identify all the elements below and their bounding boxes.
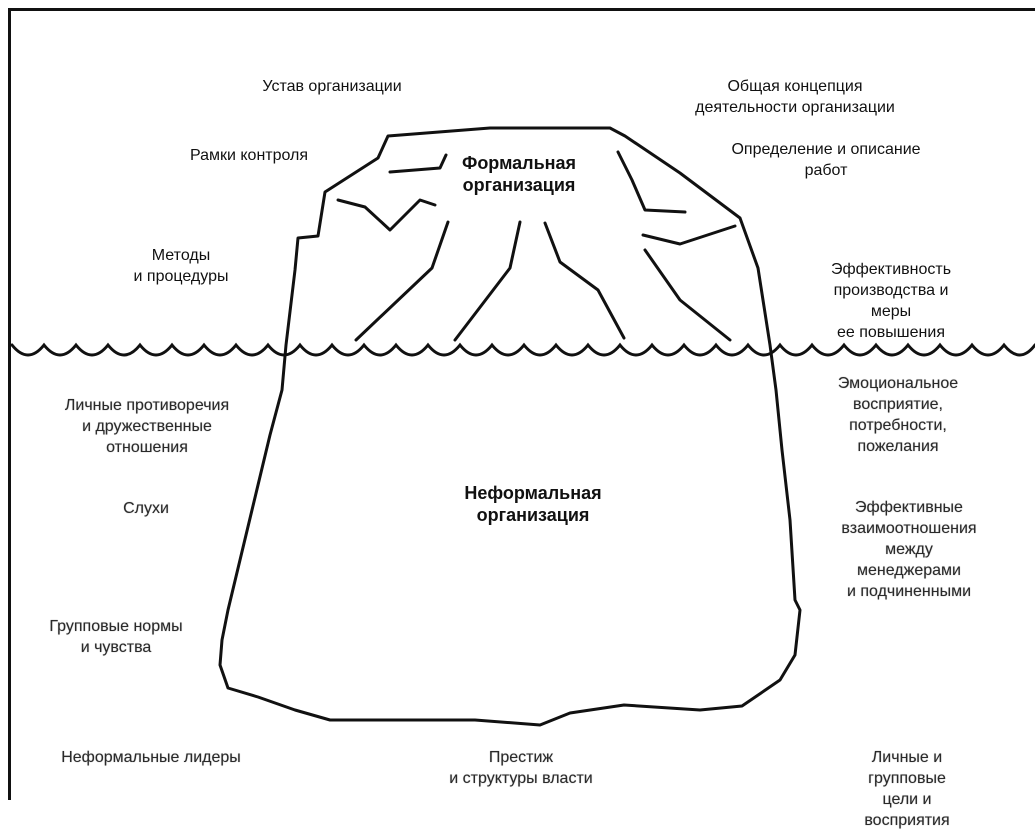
- label-span-of-control: Рамки контроля: [190, 145, 308, 166]
- informal-organization-title: Неформальная организация: [464, 482, 601, 526]
- label-informal-leaders: Неформальные лидеры: [61, 747, 241, 768]
- label-methods-procedures: Методы и процедуры: [134, 245, 229, 287]
- label-group-norms: Групповые нормы и чувства: [49, 616, 182, 658]
- label-production-efficiency: Эффективность производства и меры ее пов…: [819, 259, 963, 343]
- label-emotional-perception: Эмоциональное восприятие, потребности, п…: [830, 373, 967, 457]
- label-job-description: Определение и описание работ: [731, 139, 920, 181]
- iceberg-outline: [220, 128, 800, 725]
- formal-organization-title: Формальная организация: [462, 152, 576, 196]
- label-effective-relationships: Эффективные взаимоотношения между менедж…: [841, 497, 976, 602]
- label-general-concept: Общая концепция деятельности организации: [675, 76, 915, 118]
- label-organization-charter: Устав организации: [262, 76, 401, 97]
- label-prestige-power: Престиж и структуры власти: [449, 747, 592, 789]
- label-personal-conflicts: Личные противоречия и дружественные отно…: [65, 395, 229, 458]
- label-personal-group-goals: Личные и групповые цели и восприятия: [843, 747, 971, 831]
- label-rumors: Слухи: [123, 498, 169, 519]
- water-waves: [12, 345, 1035, 355]
